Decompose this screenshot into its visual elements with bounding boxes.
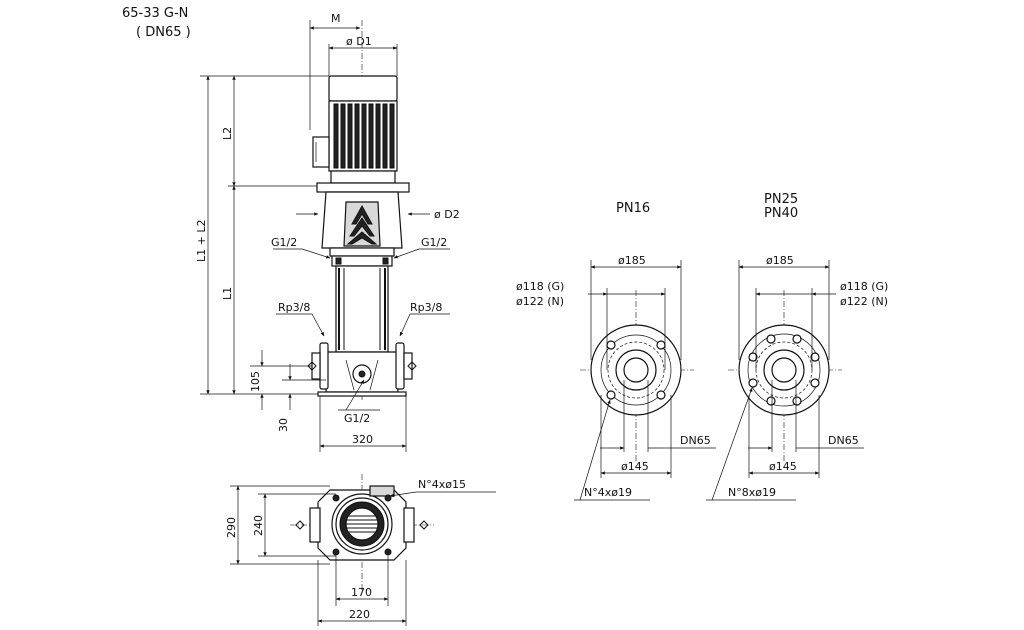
pn25-holes: N°8xø19 bbox=[728, 486, 776, 499]
pump-front-view: M ø D1 ø D2 L1 + L2 L2 L1 105 30 G1/2 G1… bbox=[195, 12, 460, 452]
dim-105: 105 bbox=[249, 371, 262, 392]
label-g12-right: G1/2 bbox=[421, 236, 447, 249]
label-rp-left: Rp3/8 bbox=[278, 301, 310, 314]
label-rp-right: Rp3/8 bbox=[410, 301, 442, 314]
pn16-od: ø185 bbox=[618, 254, 646, 267]
pn25-d118: ø118 (G) bbox=[840, 280, 888, 293]
dim-d1: ø D1 bbox=[346, 35, 372, 48]
label-g12-left: G1/2 bbox=[271, 236, 297, 249]
pn25-dn: DN65 bbox=[828, 434, 859, 447]
pump-plan-view: N°4xø15 290 240 170 220 bbox=[225, 474, 496, 626]
pn40-title: PN40 bbox=[764, 206, 798, 221]
pn16-d122: ø122 (N) bbox=[516, 295, 564, 308]
pn16-dn: DN65 bbox=[680, 434, 711, 447]
dim-320: 320 bbox=[352, 433, 373, 446]
dim-d2: ø D2 bbox=[434, 208, 460, 221]
dim-30: 30 bbox=[277, 418, 290, 432]
pn25-od: ø185 bbox=[766, 254, 794, 267]
pn25-pcd: ø145 bbox=[769, 460, 797, 473]
pn16-title: PN16 bbox=[616, 201, 650, 216]
pn25-title: PN25 bbox=[764, 192, 798, 207]
label-base-holes: N°4xø15 bbox=[418, 478, 466, 491]
dim-240: 240 bbox=[252, 515, 265, 536]
pn16-pcd: ø145 bbox=[621, 460, 649, 473]
dim-290: 290 bbox=[225, 517, 238, 538]
dim-l1: L1 bbox=[221, 287, 234, 300]
label-g12-bottom: G1/2 bbox=[344, 412, 370, 425]
pn16-d118: ø118 (G) bbox=[516, 280, 564, 293]
dim-l2: L2 bbox=[221, 127, 234, 140]
dim-m: M bbox=[331, 12, 341, 25]
pn25-d122: ø122 (N) bbox=[840, 295, 888, 308]
flange-pn25-pn40: PN25 PN40 ø185 ø118 (G) ø122 (N) D bbox=[706, 192, 888, 501]
model-title: 65-33 G-N bbox=[122, 6, 188, 21]
dim-220: 220 bbox=[349, 608, 370, 621]
flange-pn16: PN16 ø185 ø118 (G) ø122 (N) DN65 ø bbox=[516, 201, 716, 501]
dim-170: 170 bbox=[351, 586, 372, 599]
model-size: ( DN65 ) bbox=[136, 25, 191, 40]
pn16-holes: N°4xø19 bbox=[584, 486, 632, 499]
plan-grille bbox=[346, 515, 378, 533]
dim-l1-l2: L1 + L2 bbox=[195, 220, 208, 262]
motor-fins bbox=[333, 103, 395, 169]
